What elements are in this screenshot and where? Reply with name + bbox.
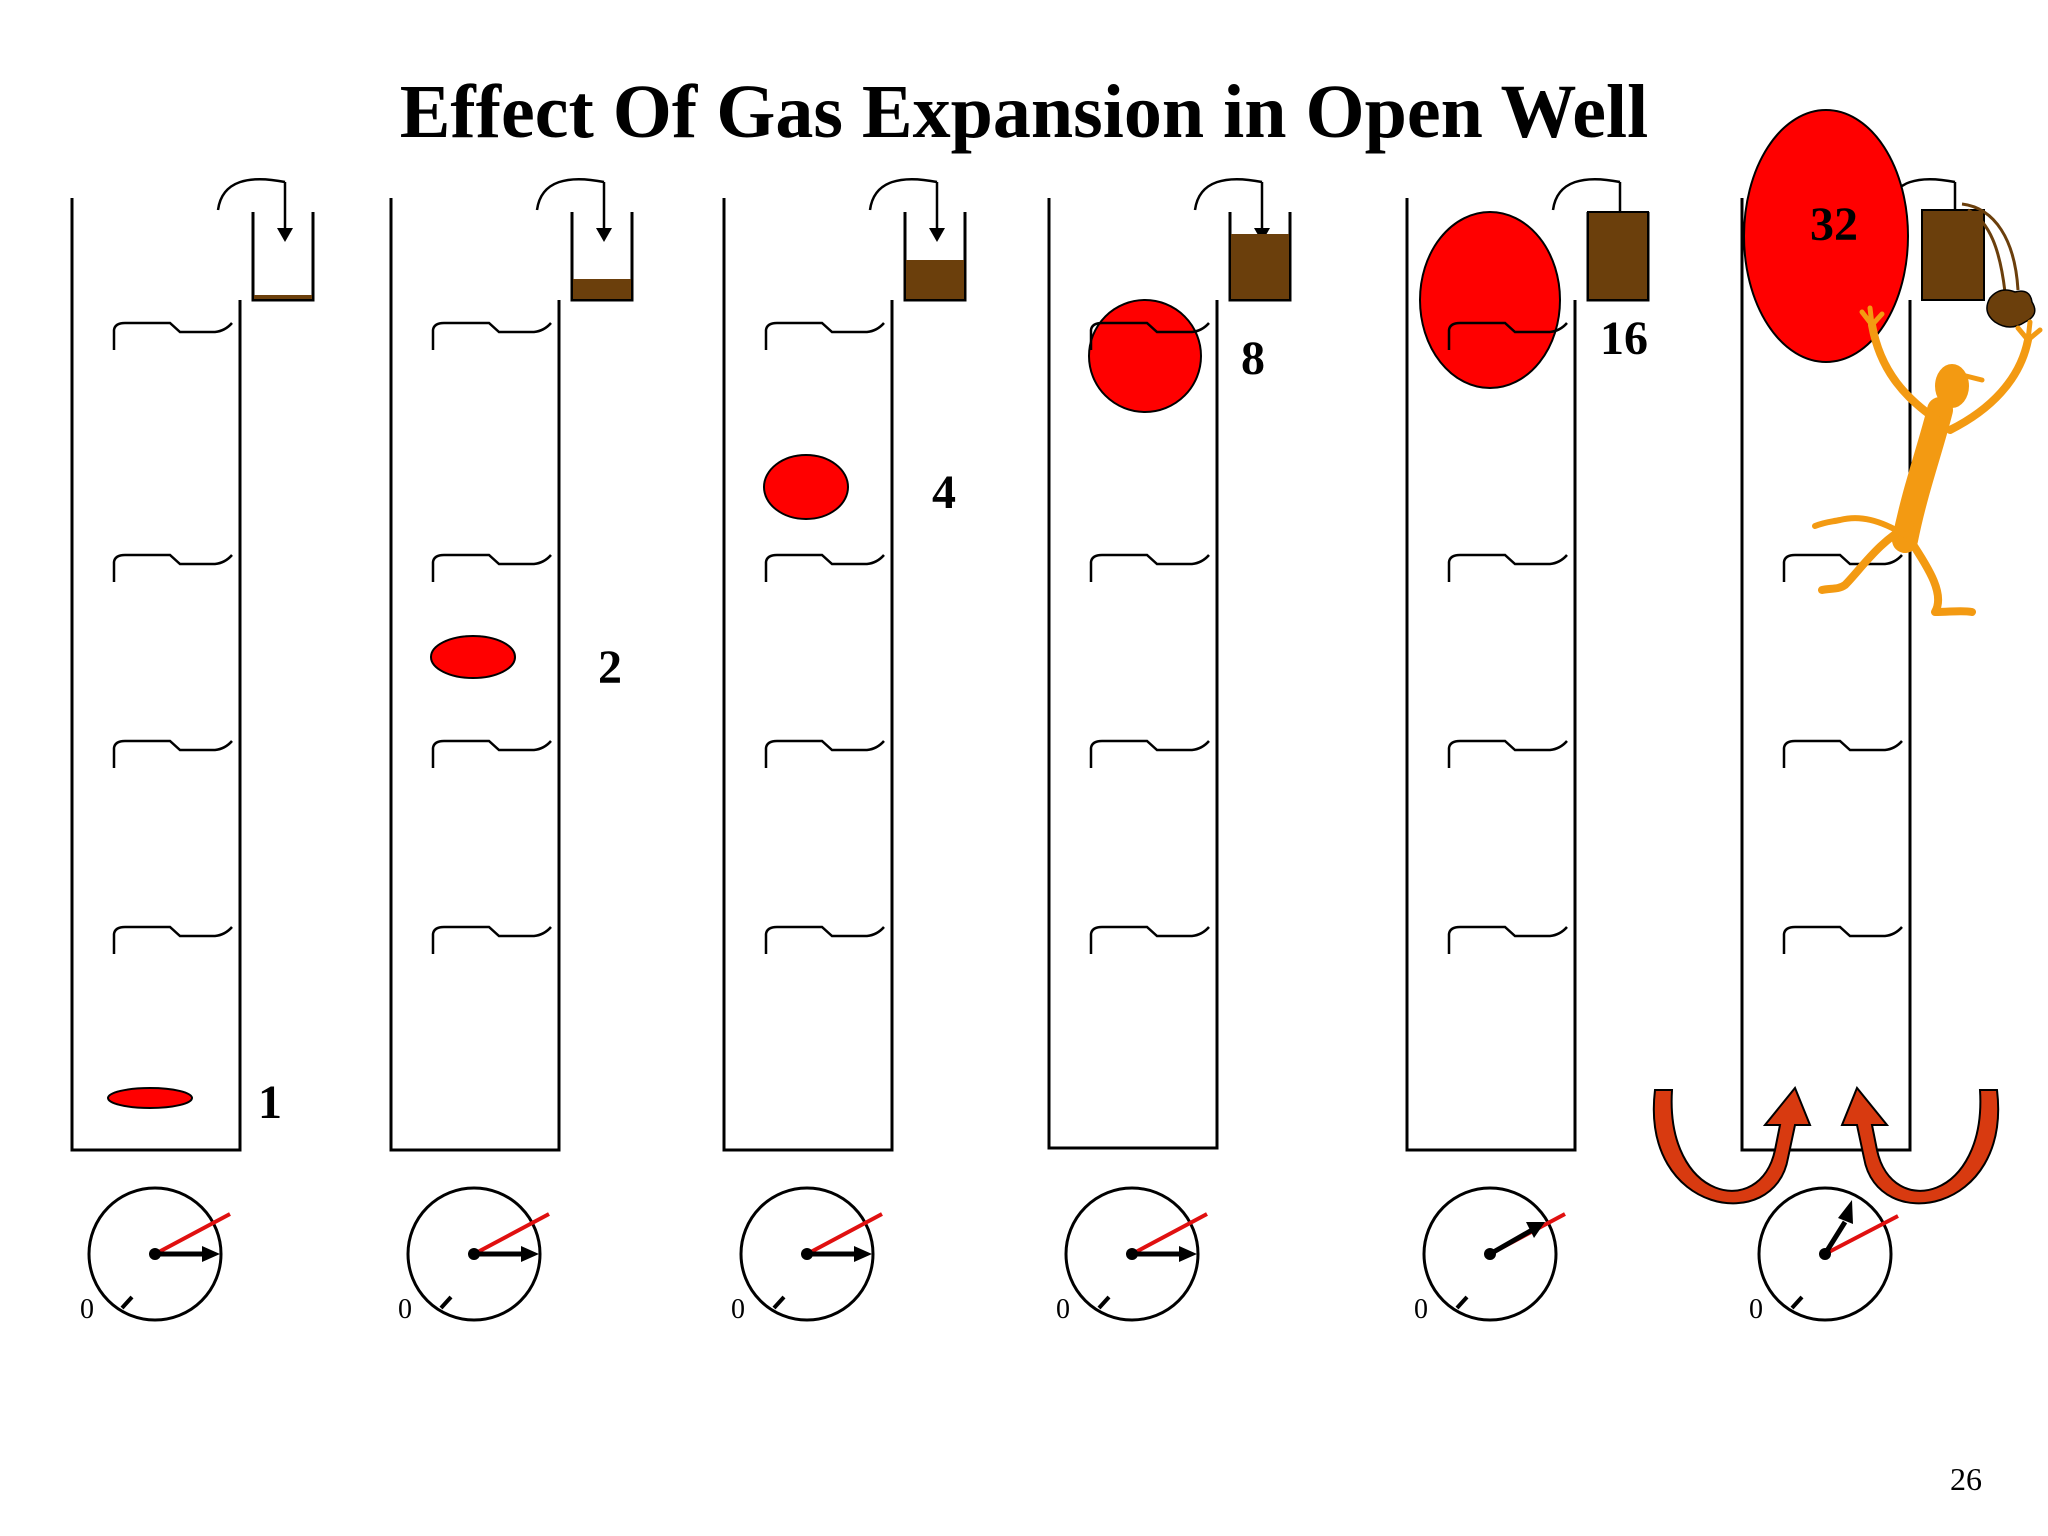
mud-level: [906, 260, 964, 299]
gas-bubble: [763, 454, 849, 520]
pressure-gauge: 0: [80, 1186, 231, 1325]
mud-level: [254, 295, 312, 299]
gas-volume-label: 8: [1241, 332, 1265, 385]
tool-joints: [764, 321, 885, 954]
wellbore: [1740, 198, 1912, 1152]
wellbore: [389, 198, 561, 1152]
mud-pit: [1586, 211, 1650, 302]
tool-joints: [1089, 321, 1210, 954]
stage-3: 4 0: [722, 178, 967, 1325]
gas-bubble: [1419, 211, 1561, 389]
wellbore: [1047, 198, 1219, 1150]
pressure-gauge: 0: [1414, 1186, 1566, 1325]
gauge-zero-label: 0: [80, 1294, 94, 1325]
mud-pit: [570, 212, 634, 302]
tool-joints: [1447, 321, 1568, 954]
stage-1: 1 0: [70, 178, 315, 1325]
mud-level: [1587, 211, 1649, 301]
mud-level: [573, 279, 631, 299]
mud-pit: [1921, 209, 1985, 301]
gas-volume-label: 1: [258, 1076, 282, 1129]
tool-joints: [112, 321, 233, 954]
mud-spill: [1961, 202, 2036, 328]
gauge-zero-label: 0: [1749, 1294, 1763, 1325]
fleeing-figure-icon: [1812, 305, 2043, 616]
flowline-arrow: [1193, 178, 1270, 242]
page-number: 26: [1950, 1461, 1982, 1497]
mud-level: [1231, 234, 1289, 299]
wellbore: [1405, 198, 1577, 1152]
gas-volume-label: 32: [1810, 198, 1858, 251]
stage-6: 32: [1652, 109, 2043, 1325]
flowline-arrow: [216, 178, 293, 242]
flowline-arrow: [535, 178, 612, 242]
gas-volume-label: 16: [1600, 312, 1648, 365]
wellbore: [70, 198, 242, 1152]
mud-pit: [903, 212, 967, 302]
stage-2: 2 0: [389, 178, 634, 1325]
pressure-gauge: 0: [398, 1186, 550, 1325]
gas-bubble: [1088, 299, 1202, 413]
gas-influx-arrow-right-icon: [1840, 1086, 2000, 1205]
mud-pit: [251, 212, 315, 302]
stage-5: 16 0: [1405, 178, 1650, 1325]
gauge-zero-label: 0: [1414, 1294, 1428, 1325]
mud-level: [1921, 209, 1985, 301]
gas-bubble: [430, 635, 516, 679]
gauge-zero-label: 0: [731, 1294, 745, 1325]
gas-bubble: [1743, 109, 1909, 363]
gas-influx-arrow-left-icon: [1652, 1086, 1812, 1205]
flowline-arrow: [868, 178, 945, 242]
gas-volume-label: 4: [932, 466, 956, 519]
tool-joints: [431, 321, 552, 954]
tool-joints: [1782, 553, 1903, 954]
gauge-zero-label: 0: [1056, 1294, 1070, 1325]
pressure-gauge: 0: [731, 1186, 883, 1325]
slide-title: Effect Of Gas Expansion in Open Well: [399, 70, 1649, 154]
pressure-gauge: 0: [1749, 1186, 1899, 1325]
mud-pit: [1228, 212, 1292, 302]
wellbore: [722, 198, 894, 1152]
gas-bubble: [107, 1087, 193, 1109]
gas-volume-label: 2: [598, 641, 622, 694]
pressure-gauge: 0: [1056, 1186, 1208, 1325]
stage-4: 8 0: [1047, 178, 1292, 1325]
gauge-zero-label: 0: [398, 1294, 412, 1325]
